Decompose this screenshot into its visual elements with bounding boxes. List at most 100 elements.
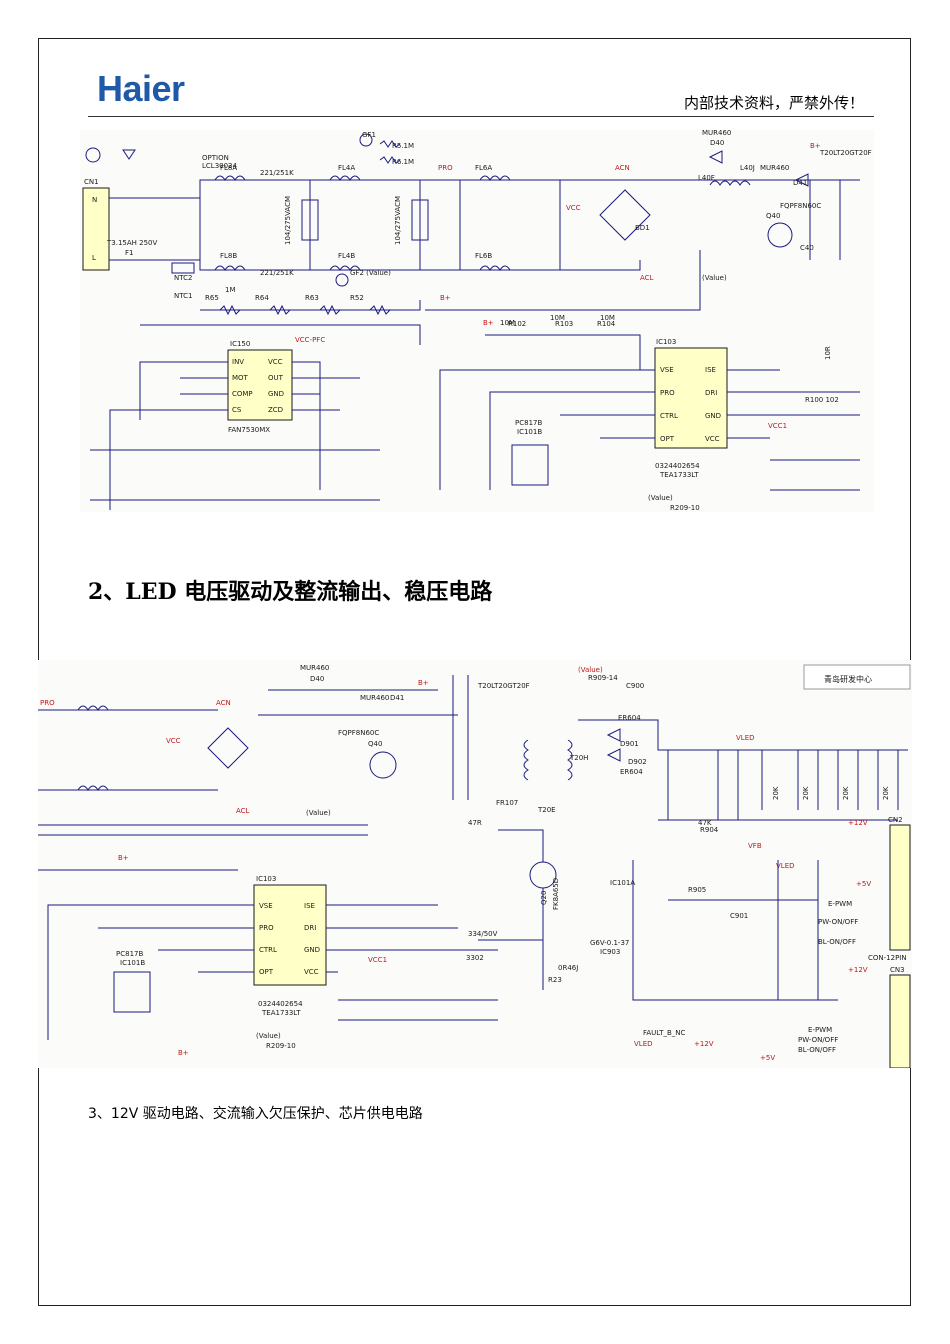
tea-label: TEA1733LT xyxy=(659,471,699,479)
blon-label-2: BL-ON/OFF xyxy=(798,1046,836,1054)
gf1-label: GF1 xyxy=(362,131,376,139)
cn1-label: CN1 xyxy=(84,178,99,186)
optocoupler xyxy=(511,444,549,486)
ic103-ctrl-2: CTRL xyxy=(259,946,277,954)
bplus-label-6: B+ xyxy=(178,1049,189,1057)
ic150-label: IC150 xyxy=(230,340,250,348)
l-label: L xyxy=(92,254,96,262)
bplus-label-5: B+ xyxy=(118,854,129,862)
vcc1-label: VCC1 xyxy=(768,422,787,430)
ic101a-label: IC101A xyxy=(610,879,635,887)
ic150-mot: MOT xyxy=(232,374,249,382)
p12v-label-3: +12V xyxy=(694,1040,714,1048)
r10m-1: 10M xyxy=(500,319,515,327)
ic103-vse: VSE xyxy=(660,366,674,374)
blon-label: BL-ON/OFF xyxy=(818,938,856,946)
r23-label: R23 xyxy=(548,976,562,984)
ic103-pro: PRO xyxy=(660,389,675,397)
cn2-label: CN2 xyxy=(888,816,903,824)
r209-label: R209-10 xyxy=(670,504,700,512)
p12v-label: +12V xyxy=(848,819,868,827)
r046-label: 0R46J xyxy=(558,964,578,972)
vled-label: VLED xyxy=(736,734,755,742)
cn1-connector xyxy=(82,187,110,271)
r47k-label: 47K xyxy=(698,819,712,827)
tea-code: 0324402654 xyxy=(655,462,700,470)
p5v-label: +5V xyxy=(856,880,871,888)
fl4b-label: FL4B xyxy=(338,252,355,260)
schematic-led-driver: 青岛研发中心 PRO ACN ACL VCC MUR460 D40 MUR460… xyxy=(38,660,912,1068)
ic101b-label: IC101B xyxy=(517,428,542,436)
t20h-label: T20H xyxy=(569,754,588,762)
ic103-chip-2 xyxy=(253,884,327,986)
bridge-rectifier xyxy=(599,189,651,241)
t20-label-2: T20LT20GT20F xyxy=(477,682,530,690)
ic103-label: IC103 xyxy=(656,338,676,346)
acn-label: ACN xyxy=(615,164,630,172)
ic150-cs: CS xyxy=(232,406,242,414)
r20k-2: 20K xyxy=(802,786,810,800)
r103-label: R103 xyxy=(555,320,573,328)
bplus-label-4: B+ xyxy=(418,679,429,687)
d901-label: D901 xyxy=(620,740,639,748)
vcc-label-2: VCC xyxy=(166,737,181,745)
p5v-label-2: +5V xyxy=(760,1054,775,1062)
ic103-ctrl: CTRL xyxy=(660,412,678,420)
ic150-out: OUT xyxy=(268,374,284,382)
q40-label: Q40 xyxy=(766,212,780,220)
rd-center-label: 青岛研发中心 xyxy=(824,674,872,684)
value-label-3: (Value) xyxy=(306,809,331,817)
ic103-chip xyxy=(654,347,728,449)
schematic-1-svg: CN1 N L T3.15AH 250V F1 FL8A FL8B OPTION… xyxy=(82,130,872,512)
cy-label-2: 221/251K xyxy=(260,269,294,277)
ic150-inv: INV xyxy=(232,358,244,366)
fqp-label: FQPF8N60C xyxy=(780,202,821,210)
r63-label: R63 xyxy=(305,294,319,302)
d41-label-2: D41 xyxy=(390,694,404,702)
ic103-dri: DRI xyxy=(705,389,717,397)
er604-1: ER604 xyxy=(618,714,641,722)
ic150-zcd: ZCD xyxy=(268,406,283,414)
fault-label: FAULT_B_NC xyxy=(643,1029,686,1037)
ic103-vcc: VCC xyxy=(705,435,720,443)
r21-label: 47R xyxy=(468,819,482,827)
confidential-note: 内部技术资料，严禁外传！ xyxy=(683,94,864,112)
vled-label-2: VLED xyxy=(776,862,795,870)
cn2-connector xyxy=(889,824,911,951)
fl6a-label: FL6A xyxy=(475,164,492,172)
r64-label: R64 xyxy=(255,294,269,302)
r22-label: 3302 xyxy=(466,954,484,962)
c900-label: C900 xyxy=(626,682,644,690)
acn-label-2: ACN xyxy=(216,699,231,707)
fan-label: FAN7530MX xyxy=(228,426,270,434)
q40-mosfet xyxy=(767,222,793,248)
d40-label-2: D40 xyxy=(310,675,324,683)
l40j-label: L40J xyxy=(740,164,755,172)
header-divider xyxy=(88,116,874,117)
epwm-label: E-PWM xyxy=(828,900,852,908)
r20k-4: 20K xyxy=(882,786,890,800)
r5-label: R5.1M xyxy=(392,142,414,150)
n-label: N xyxy=(92,196,97,204)
option-label: OPTION xyxy=(202,154,229,162)
d41-label: D41 xyxy=(793,179,807,187)
mur460-label: MUR460 xyxy=(702,130,731,137)
ic103-pro-2: PRO xyxy=(259,924,274,932)
t20e-label: T20E xyxy=(537,806,556,814)
acl-label-2: ACL xyxy=(236,807,250,815)
acl-label: ACL xyxy=(640,274,654,282)
pro-label-2: PRO xyxy=(40,699,55,707)
pc817-label: PC817B xyxy=(515,419,542,427)
r6-label: R6.1M xyxy=(392,158,414,166)
cx-label: 104/275VACM xyxy=(284,196,292,245)
r209-label-2: R209-10 xyxy=(266,1042,296,1050)
pro-label: PRO xyxy=(438,164,453,172)
ic101b-label-2: IC101B xyxy=(120,959,145,967)
ic103-gnd-2: GND xyxy=(304,946,320,954)
section-3-caption: 3、12V 驱动电路、交流输入欠压保护、芯片供电电路 xyxy=(88,1106,423,1122)
cy-label-1: 221/251K xyxy=(260,169,294,177)
gf2-label: GF2 (Value) xyxy=(350,269,391,277)
q20-label: Q20 xyxy=(540,891,548,905)
ic103-vcc-2: VCC xyxy=(304,968,319,976)
ic150-vcc: VCC xyxy=(268,358,283,366)
